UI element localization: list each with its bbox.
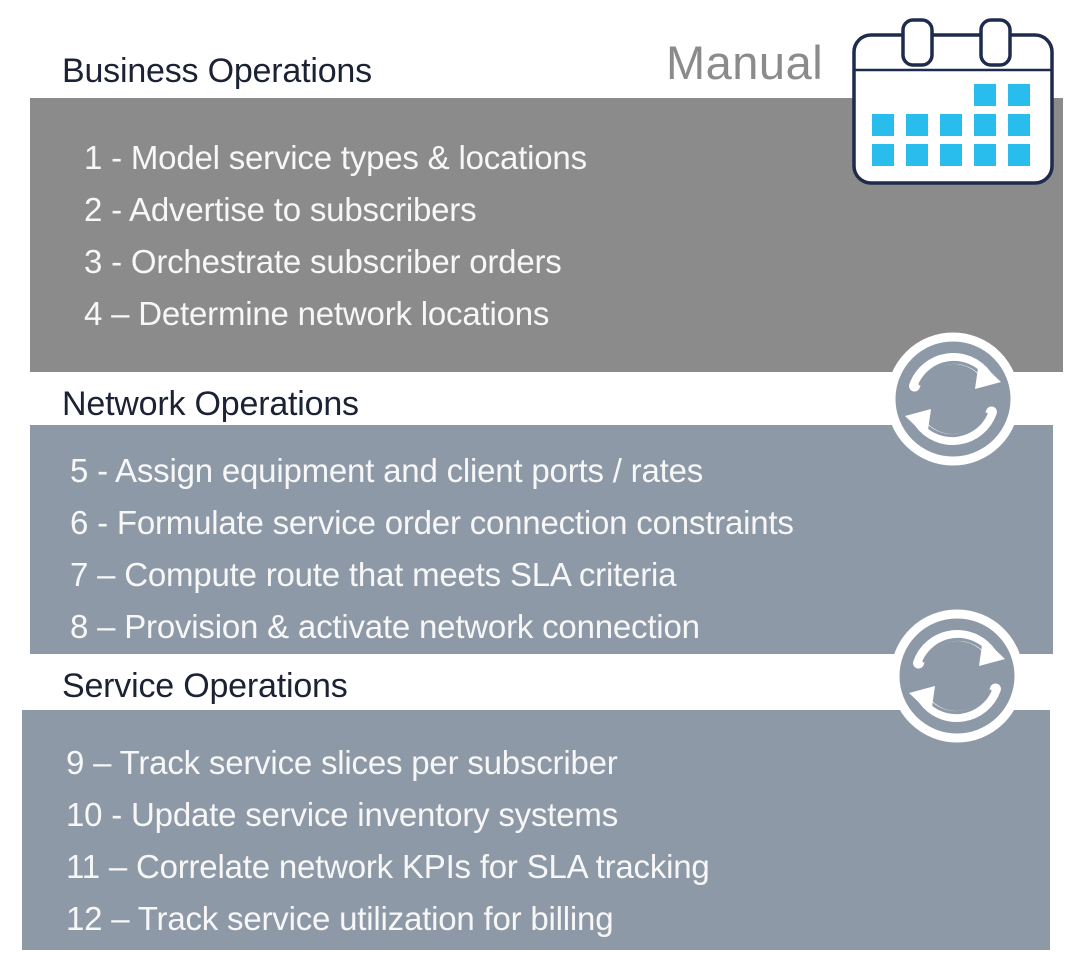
sync-icon	[886, 332, 1020, 466]
step-item: 3 - Orchestrate subscriber orders	[84, 243, 562, 280]
step-item: 1 - Model service types & locations	[84, 139, 587, 176]
step-item: 11 – Correlate network KPIs for SLA trac…	[66, 848, 710, 885]
step-item: 10 - Update service inventory systems	[66, 796, 618, 833]
step-item: 7 – Compute route that meets SLA criteri…	[70, 556, 677, 593]
step-item: 5 - Assign equipment and client ports / …	[70, 452, 704, 489]
network-operations-box: 5 - Assign equipment and client ports / …	[30, 425, 1053, 654]
calendar-day-squares	[872, 84, 1030, 166]
step-item: 12 – Track service utilization for billi…	[66, 900, 614, 937]
step-item: 6 - Formulate service order connection c…	[70, 504, 794, 541]
step-item: 2 - Advertise to subscribers	[84, 191, 477, 228]
step-item: 4 – Determine network locations	[84, 295, 550, 332]
calendar-icon	[852, 18, 1054, 185]
step-item: 9 – Track service slices per subscriber	[66, 744, 618, 781]
sync-icon	[890, 609, 1024, 743]
service-operations-box: 9 – Track service slices per subscriber …	[22, 710, 1050, 950]
section-title-service-operations: Service Operations	[62, 667, 348, 705]
section-title-business-operations: Business Operations	[62, 52, 372, 90]
manual-label: Manual	[666, 36, 824, 89]
section-title-network-operations: Network Operations	[62, 385, 359, 423]
step-item: 8 – Provision & activate network connect…	[70, 608, 700, 645]
